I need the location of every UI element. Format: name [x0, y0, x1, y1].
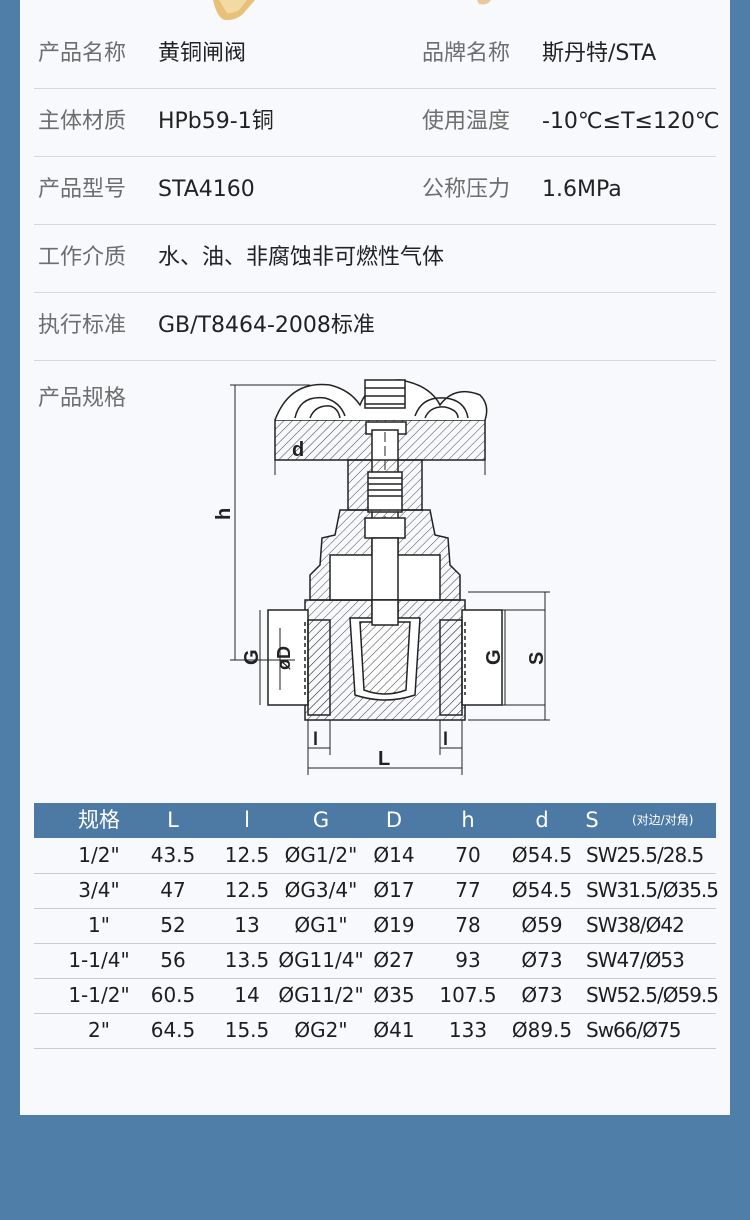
spec-value: HPb59-1铜	[158, 109, 274, 134]
spec-value: -10℃≤T≤120℃	[542, 109, 720, 134]
table-row: 3/4" 47 12.5 ØG3/4" Ø17 77 Ø54.5 SW31.5/Ø35.5	[34, 873, 719, 909]
table-cell: Ø27	[373, 948, 415, 972]
col-header: l	[244, 808, 250, 832]
table-cell: SW47/Ø53	[586, 948, 685, 972]
table-cell: ØG2"	[294, 1018, 348, 1042]
table-cell: ØG11/4"	[278, 948, 364, 972]
spec-row-product-name: 产品名称 黄铜闸阀 品牌名称 斯丹特/STA	[34, 20, 716, 89]
table-cell: ØG1"	[294, 913, 348, 937]
table-cell: 12.5	[224, 843, 270, 867]
table-cell: Ø89.5	[511, 1018, 573, 1042]
table-cell: SW25.5/28.5	[586, 843, 704, 867]
table-cell: 78	[455, 913, 481, 937]
spec-value: GB/T8464-2008标准	[158, 313, 375, 338]
table-row: 1-1/2" 60.5 14 ØG11/2" Ø35 107.5 Ø73 SW52.5/Ø59…	[34, 978, 719, 1014]
table-cell: 12.5	[224, 878, 270, 902]
spec-row-material: 主体材质 HPb59-1铜 使用温度 -10℃≤T≤120℃	[34, 88, 720, 157]
spec-row-medium: 工作介质 水、油、非腐蚀非可燃性气体	[34, 224, 716, 293]
table-cell: 56	[160, 948, 186, 972]
table-cell: Ø73	[521, 948, 563, 972]
table-cell: Ø54.5	[511, 878, 573, 902]
table-cell: ØG3/4"	[284, 878, 358, 902]
table-cell: Ø14	[373, 843, 415, 867]
table-cell: 52	[160, 913, 186, 937]
table-cell: 13.5	[224, 948, 270, 972]
dim-big-l-label: L	[378, 748, 390, 770]
table-cell: SW38/Ø42	[586, 913, 685, 937]
table-cell: ØG11/2"	[278, 983, 364, 1007]
table-cell: Ø59	[521, 913, 563, 937]
dim-d-label: d	[292, 439, 304, 461]
col-header: h	[461, 808, 475, 832]
dim-phi-d-label: øD	[274, 646, 294, 670]
spec-value: 黄铜闸阀	[158, 41, 247, 66]
table-cell: Ø73	[521, 983, 563, 1007]
spec-label: 产品型号	[38, 177, 127, 202]
col-header: L	[167, 808, 179, 832]
table-cell: ØG1/2"	[284, 843, 358, 867]
table-cell: 43.5	[150, 843, 196, 867]
table-cell: 3/4"	[78, 878, 120, 902]
table-row: 1" 52 13 ØG1" Ø19 78 Ø59 SW38/Ø42	[34, 908, 716, 944]
table-row: 1-1/4" 56 13.5 ØG11/4" Ø27 93 Ø73 SW47/Ø53	[34, 943, 716, 979]
table-cell: 1-1/4"	[68, 948, 130, 972]
table-cell: Sw66/Ø75	[586, 1018, 681, 1042]
spec-row-model: 产品型号 STA4160 公称压力 1.6MPa	[34, 156, 716, 225]
spec-label: 执行标准	[38, 313, 127, 338]
table-cell: Ø19	[373, 913, 415, 937]
dim-g-left-label: G	[241, 649, 263, 665]
table-cell: Ø54.5	[511, 843, 573, 867]
valve-cross-section-diagram: d h G øD G S l l L	[200, 360, 580, 784]
spec-value: STA4160	[158, 177, 255, 202]
table-cell: Ø17	[373, 878, 415, 902]
dim-l-right-label: l	[443, 729, 448, 749]
col-header: G	[312, 808, 330, 832]
table-cell: 64.5	[150, 1018, 196, 1042]
diagram-label: 产品规格	[38, 386, 127, 411]
table-cell: 14	[234, 983, 260, 1007]
spec-label: 主体材质	[38, 109, 127, 134]
table-cell: 70	[455, 843, 481, 867]
table-cell: 93	[455, 948, 481, 972]
table-cell: 1-1/2"	[68, 983, 130, 1007]
table-cell: Ø35	[373, 983, 415, 1007]
table-cell: 2"	[88, 1018, 110, 1042]
table-cell: 1/2"	[78, 843, 120, 867]
table-cell: Ø41	[373, 1018, 415, 1042]
table-cell: 15.5	[224, 1018, 270, 1042]
dim-s-label: S	[526, 652, 548, 665]
spec-table-header: 规格 L l G D h d S (对边/对角)	[34, 803, 716, 838]
table-cell: 133	[448, 1018, 488, 1042]
spec-label: 产品名称	[38, 41, 127, 66]
spec-value: 斯丹特/STA	[542, 41, 657, 66]
col-header: 规格	[78, 808, 120, 832]
dim-l-left-label: l	[313, 729, 318, 749]
spec-label: 工作介质	[38, 245, 127, 270]
col-header: D	[385, 808, 403, 832]
product-image-bottom-edge	[195, 0, 525, 22]
col-header: S	[585, 808, 599, 832]
table-cell: 60.5	[150, 983, 196, 1007]
table-cell: 107.5	[439, 983, 497, 1007]
s-column-note: (对边/对角)	[632, 813, 694, 827]
table-cell: SW52.5/Ø59.5	[586, 983, 719, 1007]
spec-value: 水、油、非腐蚀非可燃性气体	[158, 245, 445, 270]
spec-row-standard: 执行标准 GB/T8464-2008标准	[34, 292, 716, 361]
table-row: 1/2" 43.5 12.5 ØG1/2" Ø14 70 Ø54.5 SW25.5/28.5	[34, 838, 716, 874]
table-cell: 77	[455, 878, 481, 902]
dim-g-right-label: G	[483, 649, 505, 665]
dim-h-label: h	[213, 508, 235, 520]
spec-label: 品牌名称	[422, 41, 511, 66]
table-cell: 13	[234, 913, 260, 937]
table-row: 2" 64.5 15.5 ØG2" Ø41 133 Ø89.5 Sw66/Ø75	[34, 1013, 716, 1049]
col-header: d	[535, 808, 549, 832]
spec-label: 使用温度	[422, 109, 511, 134]
table-cell: SW31.5/Ø35.5	[586, 878, 719, 902]
table-cell: 1"	[88, 913, 110, 937]
spec-value: 1.6MPa	[542, 177, 622, 202]
spec-label: 公称压力	[422, 177, 511, 202]
table-cell: 47	[160, 878, 186, 902]
